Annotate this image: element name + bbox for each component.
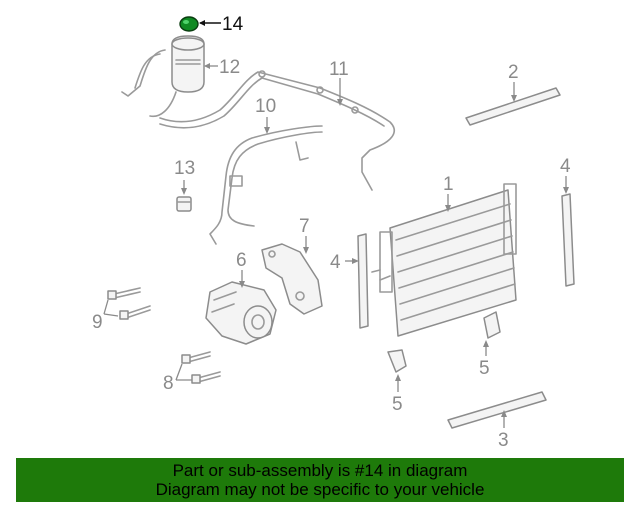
callout-8[interactable]: 8 <box>163 373 174 394</box>
leader-4b-arrow <box>563 187 569 194</box>
callout-4a[interactable]: 4 <box>330 252 341 273</box>
part-5-bracket-upper[interactable] <box>483 311 501 339</box>
leader-1-arrow <box>445 205 451 212</box>
leader-8 <box>175 363 192 381</box>
callout-2[interactable]: 2 <box>508 62 519 83</box>
callout-4b[interactable]: 4 <box>560 156 571 177</box>
banner-line-1: Part or sub-assembly is #14 in diagram <box>172 461 468 480</box>
leader-11-arrow <box>337 99 343 106</box>
leader-9 <box>103 299 119 317</box>
callout-7[interactable]: 7 <box>299 216 310 237</box>
part-13-sensor[interactable] <box>176 196 192 212</box>
part-5-bracket-lower[interactable] <box>387 349 407 373</box>
part-8-bolts[interactable] <box>181 351 221 384</box>
part-2-seal[interactable] <box>465 87 561 126</box>
callout-11[interactable]: 11 <box>329 59 349 80</box>
part-3-seal[interactable] <box>447 391 547 429</box>
info-banner: Part or sub-assembly is #14 in diagram D… <box>16 458 624 502</box>
callout-3[interactable]: 3 <box>498 430 509 451</box>
part-6-compressor[interactable] <box>205 281 277 345</box>
leader-2-arrow <box>511 95 517 102</box>
leader-4a-arrow <box>352 258 359 264</box>
leader-5b-arrow <box>483 340 489 347</box>
part-4-seal-right[interactable] <box>561 193 575 287</box>
leader-7-arrow <box>303 247 309 254</box>
leader-10-arrow <box>264 127 270 134</box>
callout-1[interactable]: 1 <box>443 174 454 195</box>
callout-10[interactable]: 10 <box>255 96 276 117</box>
leader-5a-arrow <box>395 374 401 381</box>
part-12-accumulator[interactable] <box>121 35 205 118</box>
part-1-condenser[interactable] <box>371 183 517 337</box>
callout-13[interactable]: 13 <box>174 158 195 179</box>
leader-14-arrow <box>199 20 205 26</box>
banner-line-2: Diagram may not be specific to your vehi… <box>155 480 485 499</box>
part-14-switch[interactable] <box>179 16 199 32</box>
callout-9[interactable]: 9 <box>92 312 103 333</box>
part-9-bolts[interactable] <box>107 287 151 320</box>
callout-12[interactable]: 12 <box>219 57 240 78</box>
callout-6[interactable]: 6 <box>236 250 247 271</box>
part-7-bracket[interactable] <box>261 243 323 315</box>
leader-3-arrow <box>501 410 507 417</box>
leader-12-arrow <box>204 63 210 69</box>
callout-5b[interactable]: 5 <box>479 358 490 379</box>
leader-13-arrow <box>181 188 187 195</box>
parts-diagram: 14 12 11 10 13 2 <box>92 14 575 451</box>
part-4-seal-left[interactable] <box>357 233 369 329</box>
part-10-line[interactable] <box>209 125 323 245</box>
leader-6-arrow <box>239 281 245 288</box>
callout-5a[interactable]: 5 <box>392 394 403 415</box>
callout-14[interactable]: 14 <box>222 14 244 35</box>
part-11-hose[interactable] <box>159 70 395 191</box>
